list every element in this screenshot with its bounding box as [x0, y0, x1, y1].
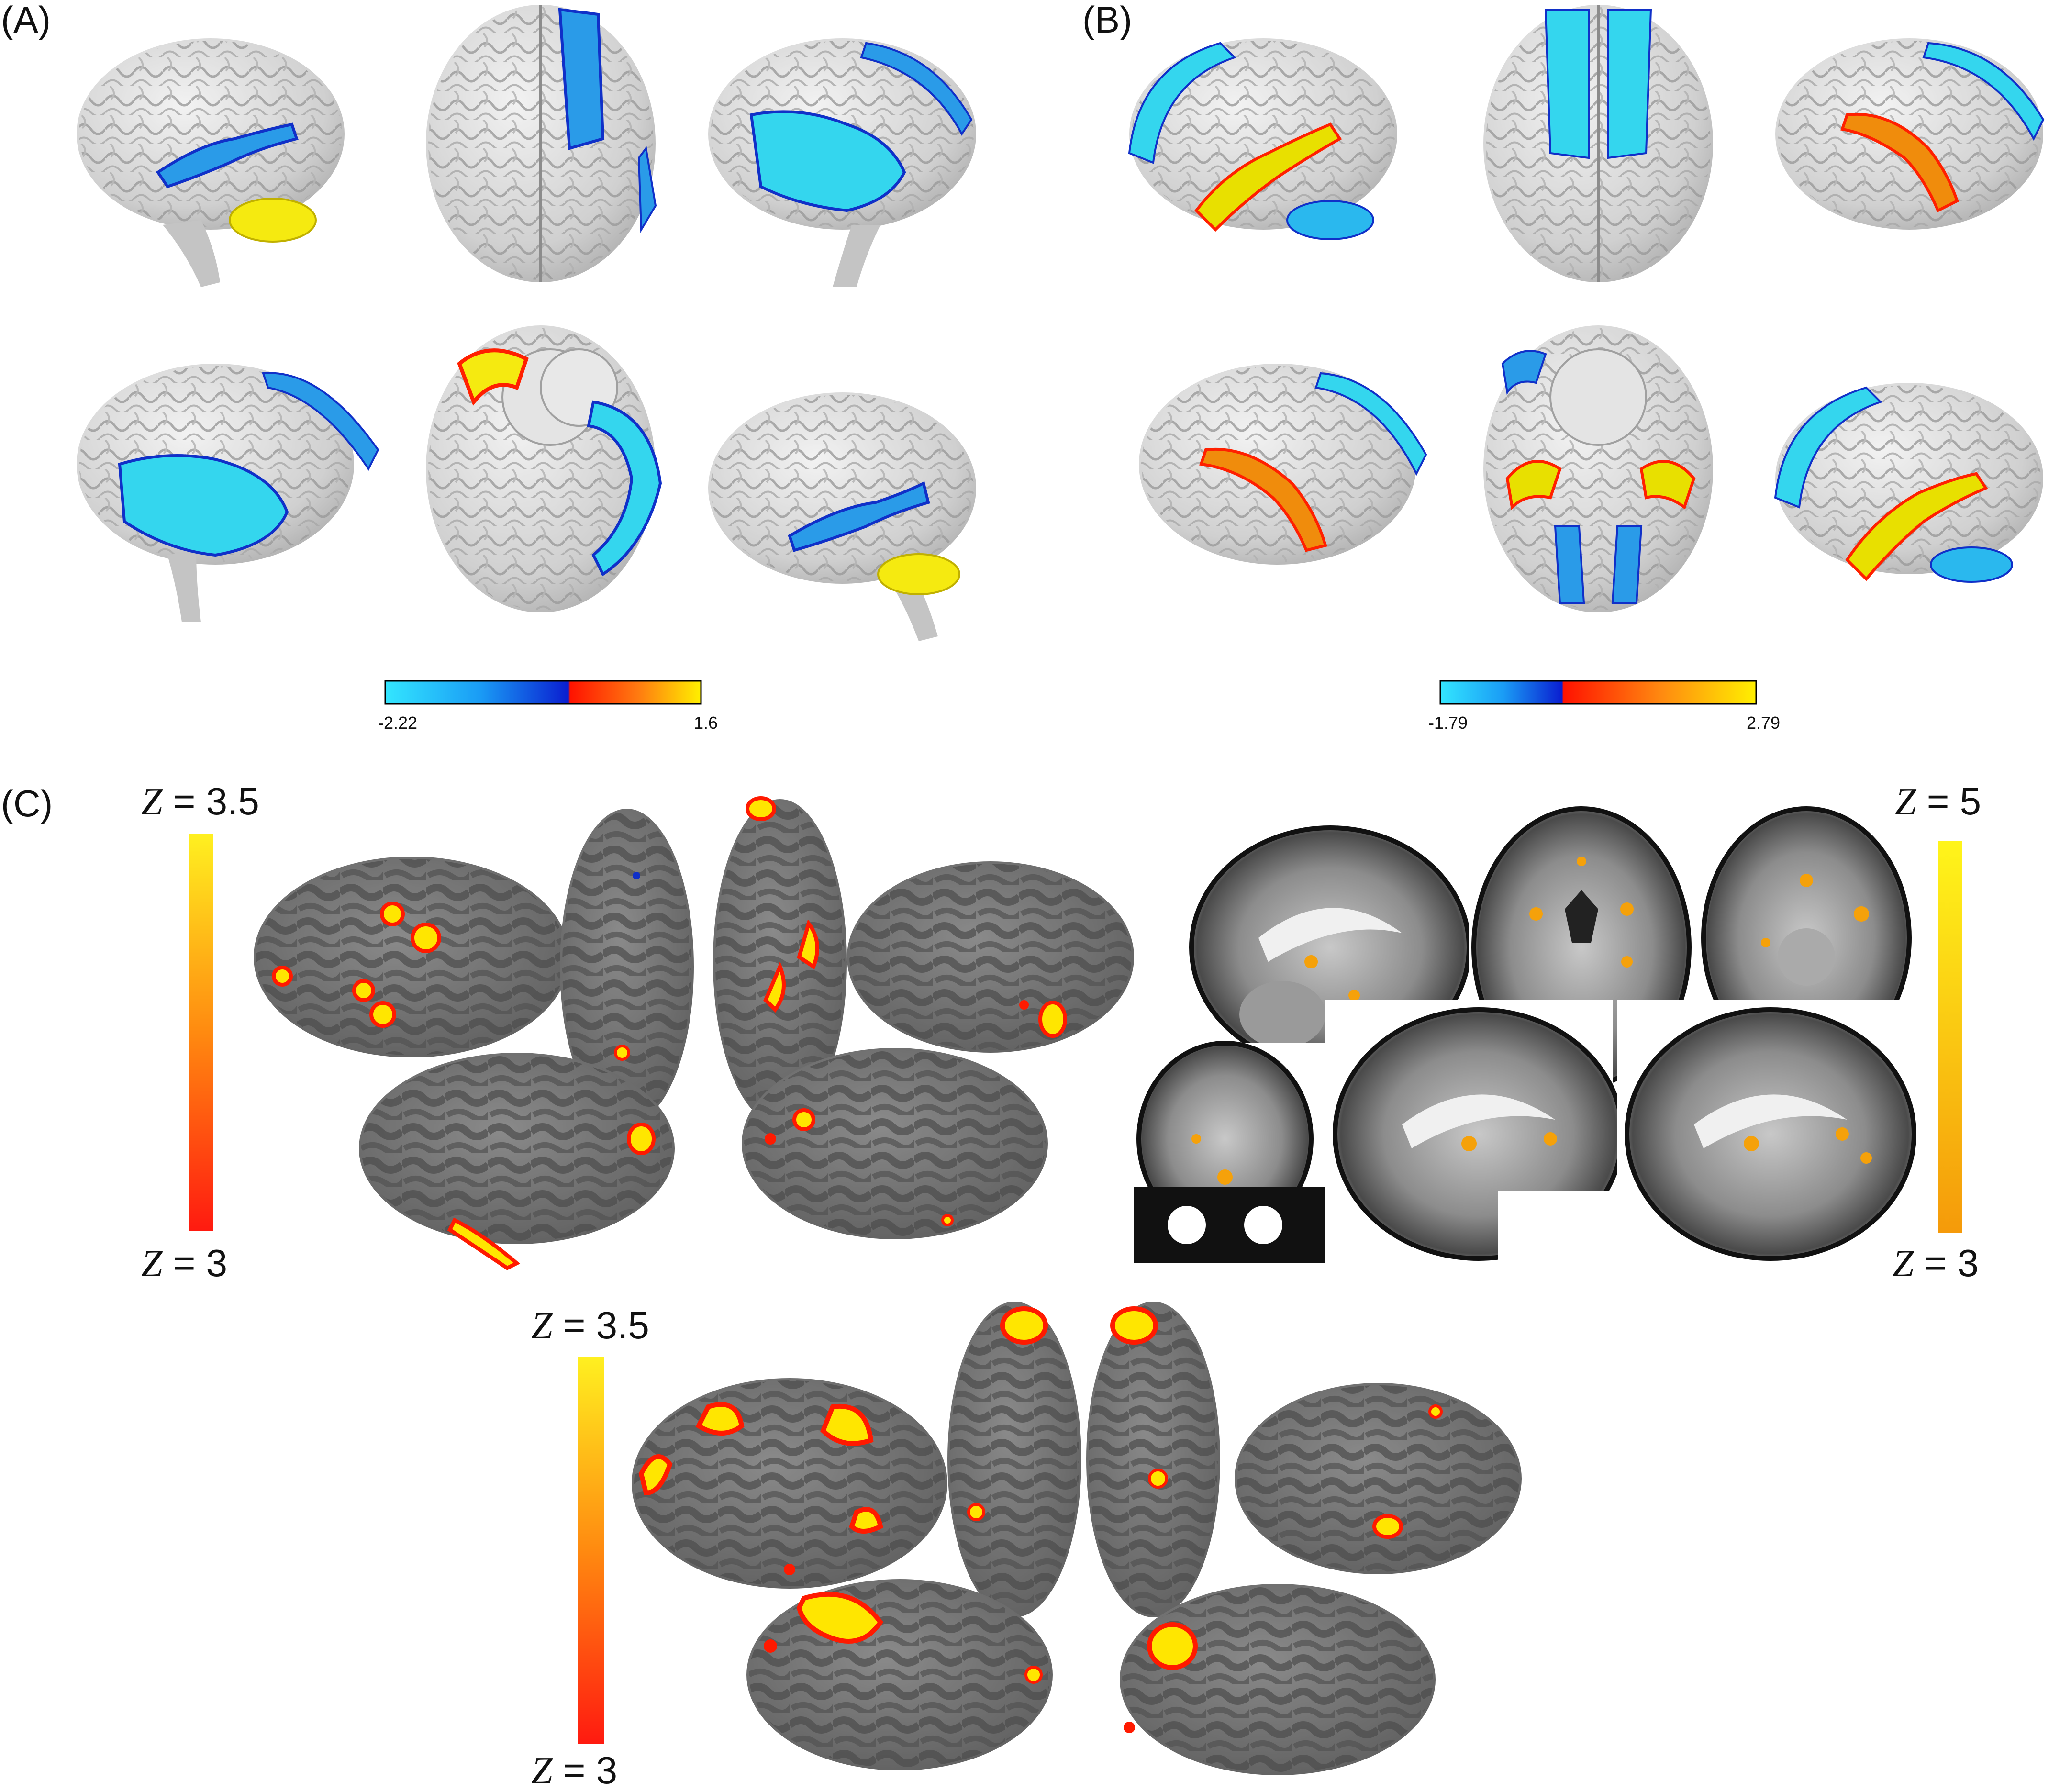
- panel-b-colorbar-max-label: 2.79: [1747, 713, 1781, 733]
- panel-a-brains: [77, 5, 976, 641]
- panel-c-mri-slices: [1129, 799, 1916, 1263]
- panel-c-top-left-scale-bottom-label: Z = 3: [141, 1242, 228, 1285]
- panel-a-colorbar-max-label: 1.6: [694, 713, 718, 733]
- panel-b-ventral: [1483, 325, 1713, 612]
- panel-b-lateral-left: [1128, 38, 1397, 240]
- panel-a-colorbar-min-label: -2.22: [378, 713, 418, 733]
- panel-c-bottom-scale-top-label: Z = 3.5: [531, 1304, 649, 1347]
- panel-a-label: (A): [1, 0, 51, 41]
- panel-a-ventral: [426, 325, 662, 612]
- panel-a-lateral-left-2: [708, 392, 976, 641]
- panel-b-lateral-right: [1775, 38, 2045, 230]
- panel-b-label: (B): [1082, 0, 1132, 41]
- panel-a-lateral-left: [77, 38, 345, 287]
- panel-c-top-inflated-brains: [254, 796, 1134, 1270]
- panel-c-top-right-scale-bottom-label: Z = 3: [1893, 1242, 1979, 1285]
- panel-a-lateral-right-2: [77, 364, 379, 622]
- panel-c-label: (C): [1, 782, 53, 824]
- panel-c-bottom-scale-bar: [578, 1357, 604, 1744]
- panel-b-lateral-left-2: [1774, 383, 2043, 583]
- panel-b-lateral-right-2: [1139, 364, 1427, 565]
- panel-c-top-left-scale-bar: [189, 834, 213, 1231]
- panel-c-bottom-scale-bottom-label: Z = 3: [531, 1749, 618, 1792]
- panel-c-top-right-scale-top-label: Z = 5: [1895, 780, 1982, 823]
- panel-c-top-right-scale-bar: [1938, 841, 1962, 1233]
- panel-a-colorbar: [384, 680, 702, 705]
- panel-b-brains: [1128, 5, 2045, 612]
- panel-b-colorbar: [1439, 680, 1757, 705]
- panel-b-dorsal: [1483, 5, 1713, 282]
- panel-a-lateral-right: [708, 38, 976, 287]
- panel-c-bottom-inflated-brains: [632, 1302, 1522, 1775]
- panel-c-top-left-scale-top-label: Z = 3.5: [141, 780, 259, 823]
- panel-a-dorsal: [426, 5, 657, 282]
- panel-b-colorbar-min-label: -1.79: [1428, 713, 1468, 733]
